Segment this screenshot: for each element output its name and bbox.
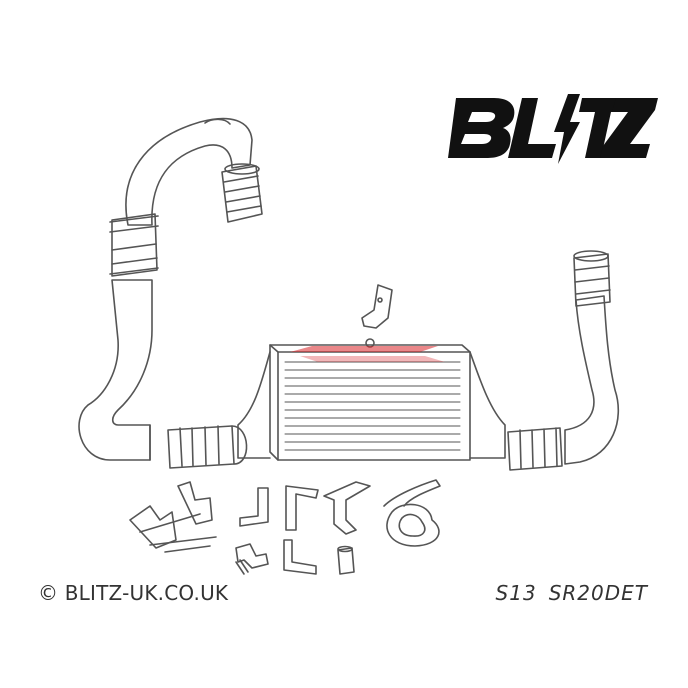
- right-lower-coupler: [507, 427, 563, 471]
- right-pipe: [564, 295, 619, 465]
- hardware-z-bracket: [323, 481, 371, 535]
- left-lower-coupler: [167, 425, 248, 469]
- left-mid-coupler: [109, 213, 159, 277]
- model-label: S13 SR20DET: [496, 581, 648, 605]
- intercooler-core: [237, 344, 506, 461]
- left-upper-pipe: [125, 117, 253, 226]
- left-upper-coupler: [221, 163, 263, 223]
- hardware-clamp-set: [129, 481, 217, 553]
- right-upper-coupler: [573, 250, 611, 307]
- model-code: S13: [495, 581, 537, 605]
- hardware-elbow-fitting: [235, 543, 269, 575]
- engine-code: SR20DET: [548, 581, 648, 605]
- hardware-small-bracket: [283, 539, 317, 575]
- hardware-l-bracket-2: [285, 485, 319, 531]
- blitz-logo: [448, 94, 658, 164]
- hardware-sleeve: [337, 545, 355, 575]
- hardware-l-bracket-1: [239, 487, 269, 527]
- hardware-hose-coil: [383, 479, 441, 547]
- copyright-text: © BLITZ-UK.CO.UK: [38, 581, 229, 605]
- core-bracket: [361, 284, 393, 348]
- watermark: [290, 346, 445, 362]
- left-lower-pipe: [78, 279, 153, 461]
